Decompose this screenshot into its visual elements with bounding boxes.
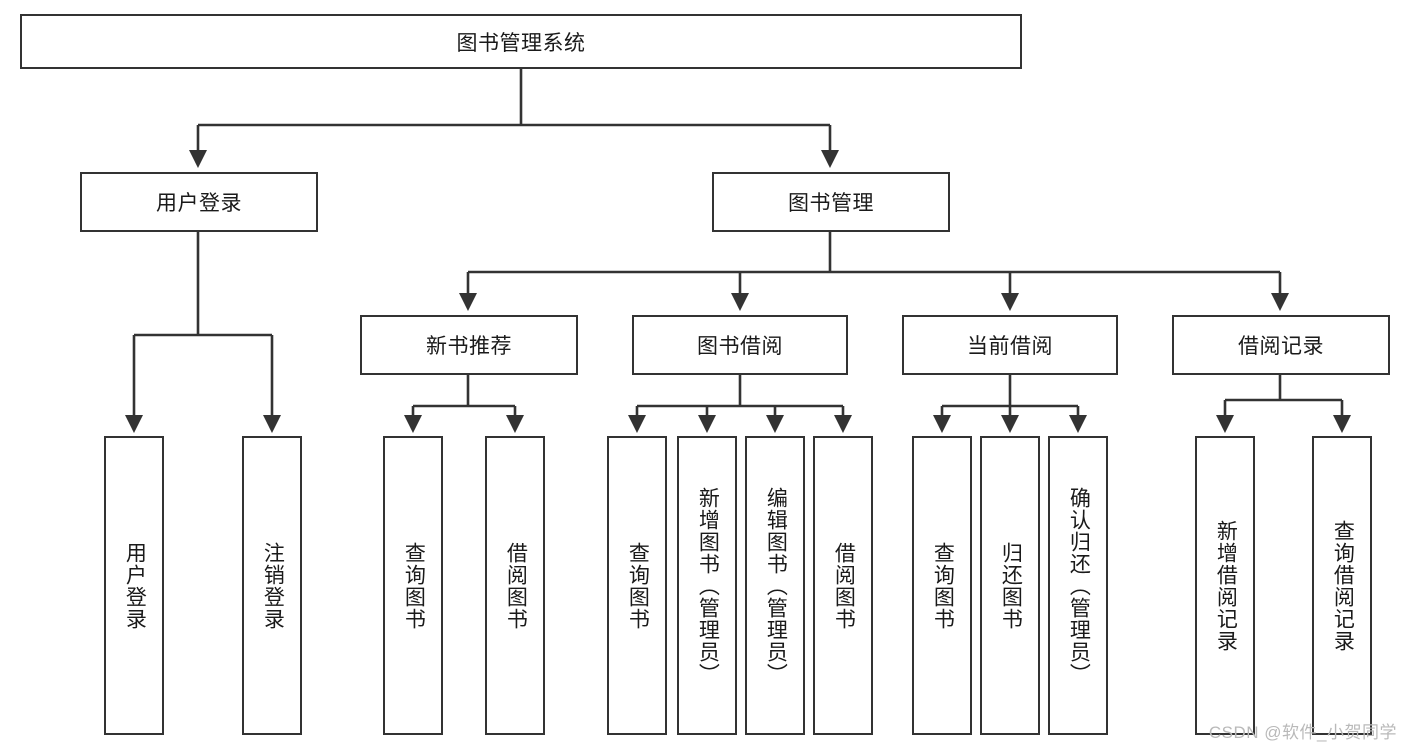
- node-leaf-borrow-book-1-label: 借阅图书: [504, 541, 528, 630]
- node-leaf-logout-login[interactable]: 注销登录: [242, 436, 302, 735]
- node-leaf-return-book-label: 归还图书: [999, 541, 1023, 630]
- node-leaf-query-book-1-label: 查询图书: [402, 541, 426, 630]
- node-user-login-label: 用户登录: [156, 192, 242, 215]
- node-leaf-query-book-1[interactable]: 查询图书: [383, 436, 443, 735]
- node-leaf-query-record-label: 查询借阅记录: [1331, 519, 1355, 652]
- node-leaf-add-book[interactable]: 新增图书（管理员）: [677, 436, 737, 735]
- node-leaf-user-login[interactable]: 用户登录: [104, 436, 164, 735]
- node-current-borrow-label: 当前借阅: [967, 335, 1053, 358]
- node-leaf-borrow-book-1[interactable]: 借阅图书: [485, 436, 545, 735]
- node-borrow-record[interactable]: 借阅记录: [1172, 315, 1390, 375]
- node-leaf-logout-login-label: 注销登录: [261, 541, 285, 630]
- node-leaf-query-book-2-label: 查询图书: [626, 541, 650, 630]
- node-leaf-query-book-3-label: 查询图书: [931, 541, 955, 630]
- node-leaf-add-record[interactable]: 新增借阅记录: [1195, 436, 1255, 735]
- node-leaf-add-record-label: 新增借阅记录: [1214, 519, 1238, 652]
- node-new-book-recommend[interactable]: 新书推荐: [360, 315, 578, 375]
- node-book-borrow-label: 图书借阅: [697, 335, 783, 358]
- node-leaf-confirm-return-label: 确认归还（管理员）: [1067, 486, 1091, 685]
- node-leaf-add-book-label: 新增图书（管理员）: [696, 486, 720, 685]
- node-book-manage-label: 图书管理: [788, 192, 874, 215]
- node-leaf-query-book-3[interactable]: 查询图书: [912, 436, 972, 735]
- node-leaf-return-book[interactable]: 归还图书: [980, 436, 1040, 735]
- node-leaf-borrow-book-2[interactable]: 借阅图书: [813, 436, 873, 735]
- node-current-borrow[interactable]: 当前借阅: [902, 315, 1118, 375]
- node-leaf-confirm-return[interactable]: 确认归还（管理员）: [1048, 436, 1108, 735]
- node-book-borrow[interactable]: 图书借阅: [632, 315, 848, 375]
- node-user-login[interactable]: 用户登录: [80, 172, 318, 232]
- node-root-label: 图书管理系统: [456, 31, 586, 55]
- node-leaf-edit-book[interactable]: 编辑图书（管理员）: [745, 436, 805, 735]
- node-leaf-user-login-label: 用户登录: [123, 541, 147, 630]
- watermark: CSDN @软件_小贺同学: [1208, 723, 1397, 742]
- node-new-book-recommend-label: 新书推荐: [426, 335, 512, 358]
- node-leaf-borrow-book-2-label: 借阅图书: [832, 541, 856, 630]
- node-leaf-query-book-2[interactable]: 查询图书: [607, 436, 667, 735]
- node-borrow-record-label: 借阅记录: [1238, 335, 1324, 358]
- node-book-manage[interactable]: 图书管理: [712, 172, 950, 232]
- node-leaf-query-record[interactable]: 查询借阅记录: [1312, 436, 1372, 735]
- node-root[interactable]: 图书管理系统: [20, 14, 1022, 69]
- node-leaf-edit-book-label: 编辑图书（管理员）: [764, 486, 788, 685]
